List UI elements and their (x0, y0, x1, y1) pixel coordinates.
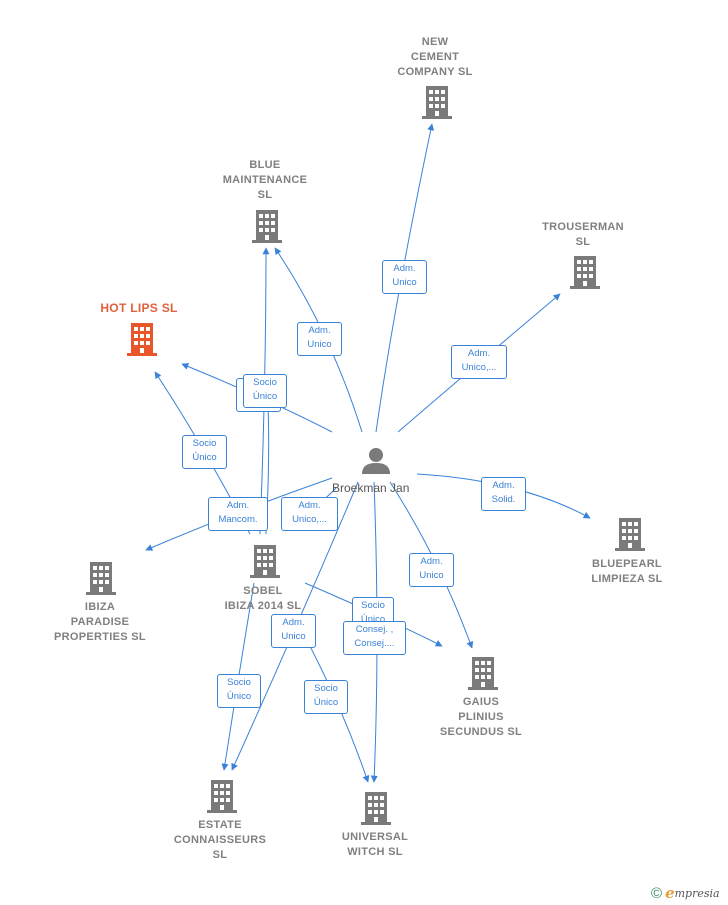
brand-initial: e (665, 884, 675, 902)
building-icon-estate (207, 780, 237, 813)
building-icon-new-cement (422, 86, 452, 119)
company-label-ibiza-paradise[interactable]: IBIZA PARADISE PROPERTIES SL (54, 601, 146, 643)
edge-label-adm-unico-sobel[interactable]: Adm. Unico,... (281, 497, 338, 531)
edge-label-socio-unico-estate[interactable]: Socio Único (217, 674, 261, 708)
edge-label-socio-unico-universal[interactable]: Socio Único (304, 680, 348, 714)
footer-brand: © e mpresia (651, 884, 720, 902)
edge-label-consej[interactable]: Consej. , Consej.... (343, 621, 406, 655)
edge-label-trouserman[interactable]: Adm. Unico,... (451, 345, 507, 379)
edge-label-socio-unico-1[interactable]: Socio Único (243, 374, 287, 408)
company-label-new-cement[interactable]: NEW CEMENT COMPANY SL (397, 36, 473, 78)
company-label-blue-maintenance[interactable]: BLUE MAINTENANCE SL (222, 159, 308, 201)
edge-label-adm-mancom[interactable]: Adm. Mancom. (208, 497, 268, 531)
building-icon-ibiza-paradise (86, 562, 116, 595)
edge-label-socio-unico-3[interactable]: Socio Único (352, 597, 394, 625)
company-label-trouserman[interactable]: TROUSERMAN SL (542, 221, 624, 248)
building-icon-blue-maintenance (252, 210, 282, 243)
company-label-bluepearl[interactable]: BLUEPEARL LIMPIEZA SL (591, 558, 663, 585)
edge-label-socio-unico-2[interactable]: Socio Único (182, 435, 227, 469)
edge-label-new-cement[interactable]: Adm. Unico (382, 260, 427, 294)
person-label[interactable]: Broekman Jan (332, 481, 410, 495)
building-icon-bluepearl (615, 518, 645, 551)
person-icon (362, 448, 390, 474)
company-label-sobel[interactable]: SOBEL IBIZA 2014 SL (224, 585, 302, 612)
building-icon-sobel (250, 545, 280, 578)
building-icon-hot-lips (127, 323, 157, 356)
edge-label-adm-unico-estate[interactable]: Adm. Unico (271, 614, 316, 648)
edge-label-gaius[interactable]: Adm. Unico (409, 553, 454, 587)
edge-label-blue-maintenance[interactable]: Adm. Unico (297, 322, 342, 356)
brand-name: mpresia (674, 886, 720, 900)
building-icon-trouserman (570, 256, 600, 289)
company-label-gaius[interactable]: GAIUS PLINIUS SECUNDUS SL (439, 696, 523, 738)
edge-label-bluepearl[interactable]: Adm. Solid. (481, 477, 526, 511)
building-icon-gaius (468, 657, 498, 690)
copyright-icon: © (651, 884, 663, 902)
company-label-hot-lips[interactable]: HOT LIPS SL (100, 301, 178, 315)
building-icon-universal (361, 792, 391, 825)
company-label-universal[interactable]: UNIVERSAL WITCH SL (341, 831, 409, 858)
company-label-estate[interactable]: ESTATE CONNAISSEURS SL (173, 819, 267, 861)
